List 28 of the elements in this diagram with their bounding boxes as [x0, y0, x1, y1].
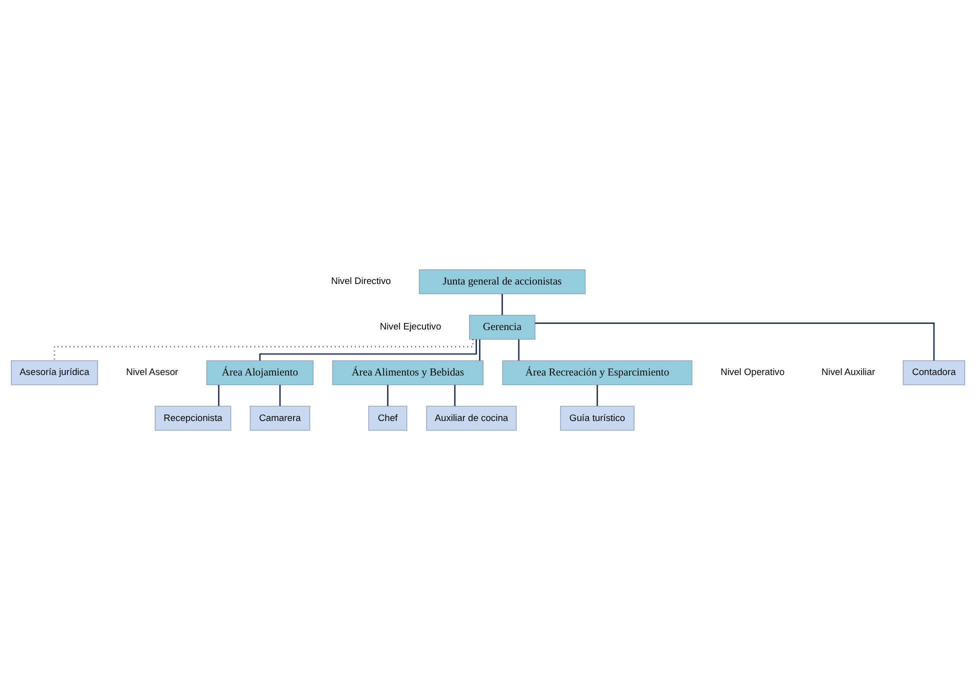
label: Nivel Directivo	[331, 276, 391, 286]
connector	[54, 339, 474, 361]
connector	[535, 322, 935, 361]
node-box: Contadora	[902, 360, 966, 386]
connector	[596, 384, 598, 406]
connector	[454, 384, 456, 406]
label: Nivel Operativo	[720, 367, 785, 378]
node-box: Chef	[368, 406, 408, 431]
label: Nivel Auxiliar	[821, 367, 876, 378]
connector	[502, 294, 503, 316]
connector	[279, 384, 281, 406]
node-box: Auxiliar de cocina	[426, 406, 517, 431]
connector	[218, 384, 220, 406]
node-box: Asesoría jurídica	[10, 360, 98, 386]
connector	[479, 339, 480, 361]
node-box: Área Alimentos y Bebidas	[332, 360, 484, 386]
node-box: Recepcionista	[154, 406, 232, 431]
connector	[259, 339, 477, 361]
node-box: Camarera	[250, 406, 310, 431]
node-box: Gerencia	[469, 314, 536, 340]
node-box: Área Recreación y Esparcimiento	[502, 360, 692, 386]
label: Nivel Ejecutivo	[380, 322, 442, 332]
node-box: Junta general de accionistas	[418, 269, 586, 294]
connector	[518, 339, 520, 361]
node-box: Guía turístico	[560, 406, 634, 431]
label: Nivel Asesor	[126, 367, 178, 378]
node-box: Área Alojamiento	[206, 360, 314, 386]
connector	[387, 384, 388, 406]
